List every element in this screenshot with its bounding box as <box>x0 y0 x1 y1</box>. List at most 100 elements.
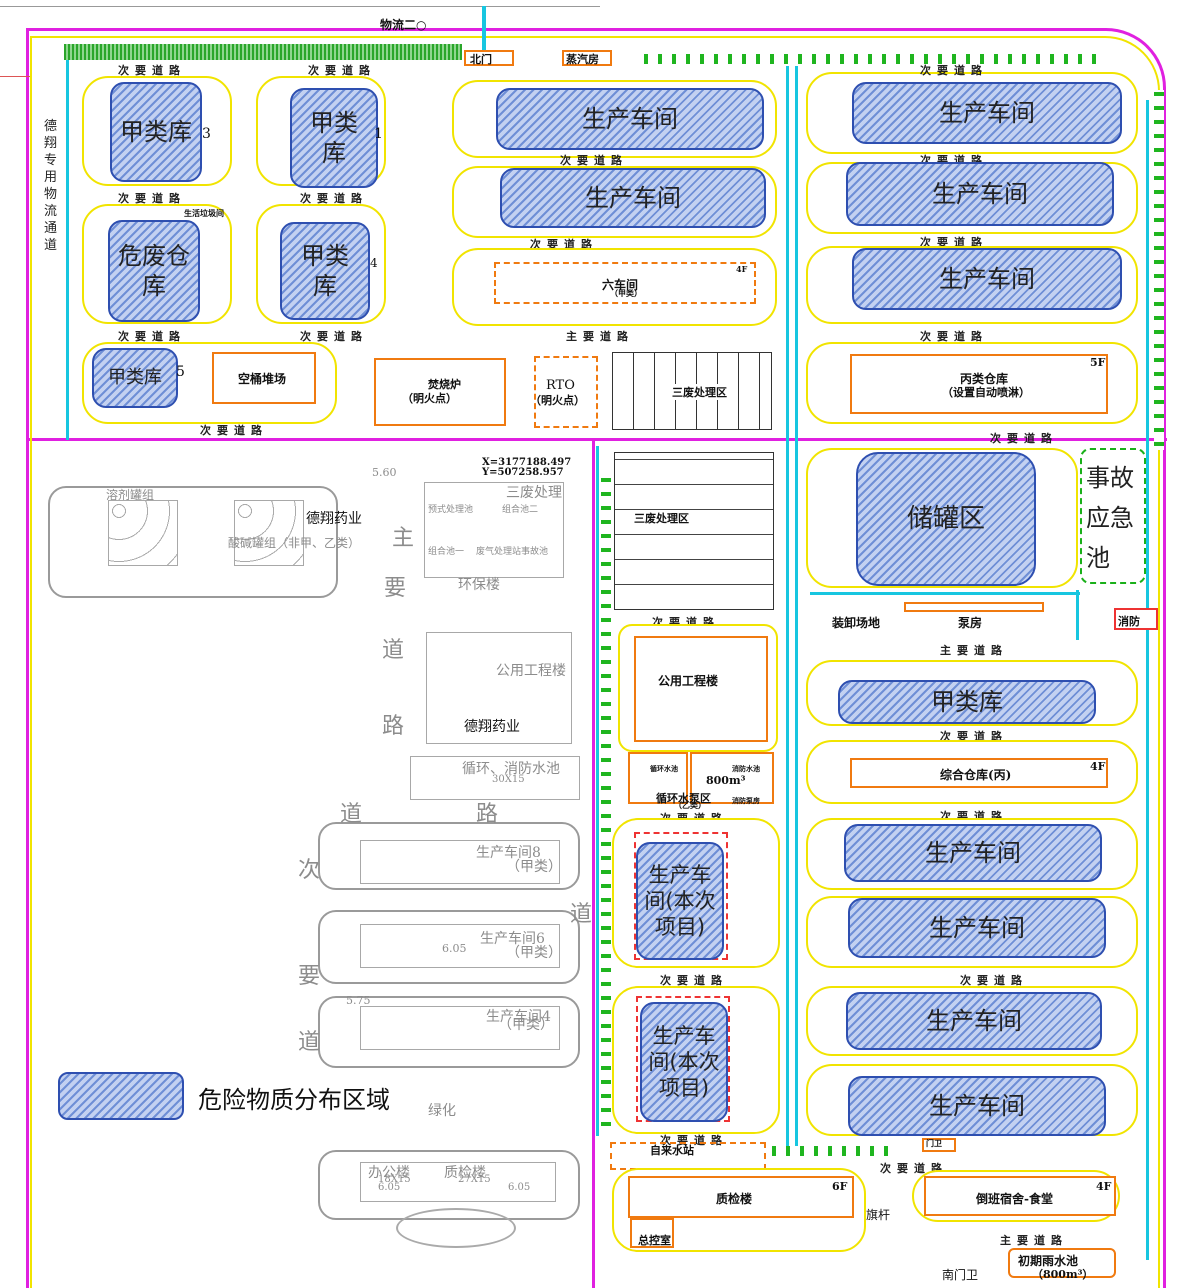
road-ring <box>30 36 1160 1288</box>
south-gate-label: 南门卫 <box>942 1268 979 1282</box>
hazard-jia-2[interactable]: 甲类库 <box>290 88 378 188</box>
ws6-note: （甲类） <box>506 945 562 961</box>
site-divider <box>26 438 1167 441</box>
neighbor-company-label: 德翔药业 <box>306 511 362 527</box>
road-nw-7: 次要道路 <box>200 424 268 437</box>
qc-building <box>628 1176 854 1218</box>
neighbor-three-waste <box>424 482 564 578</box>
value-6-05-b: 6.05 <box>378 1182 401 1193</box>
neighbor-tank-area <box>48 486 338 598</box>
neighbor-ws8 <box>360 840 560 884</box>
office-label: 办公楼 <box>368 1165 410 1181</box>
road-nw-5: 次要道路 <box>118 330 186 343</box>
qc-size: 27X15 <box>458 1174 491 1185</box>
six-workshop <box>494 262 756 304</box>
hazard-jia-4[interactable]: 甲类库 <box>92 348 178 408</box>
waste-treatment-middle <box>614 452 774 610</box>
road-char-yao: 要 <box>384 576 407 601</box>
door-guard <box>922 1138 956 1152</box>
pipe-central <box>786 66 789 1146</box>
road-nw-2: 次要道路 <box>308 64 376 77</box>
pipe-central-2 <box>795 66 798 1146</box>
pump-room <box>904 602 1044 612</box>
hazard-proj-1[interactable]: 生产车间(本次项目) <box>636 842 724 960</box>
road-char-lu: 路 <box>382 714 405 739</box>
road-e-1: 次要道路 <box>940 730 1008 743</box>
road-n-main: 主要道路 <box>566 330 634 343</box>
control-room <box>630 1218 674 1248</box>
legend-swatch <box>58 1072 184 1120</box>
dorm-building <box>924 1176 1116 1216</box>
hazard-tank[interactable]: 储罐区 <box>856 452 1036 586</box>
incinerator-fire: （明火点） <box>402 392 457 405</box>
ws8-note: （甲类） <box>506 859 562 875</box>
neighbor-office <box>360 1162 556 1202</box>
east-greenery <box>1154 90 1164 450</box>
bing-warehouse-label: 丙类仓库 <box>960 372 1009 386</box>
road-char-dao4: 道 <box>570 902 593 927</box>
road-n-2: 次要道路 <box>530 238 598 251</box>
hazard-proj-2[interactable]: 生产车间(本次项目) <box>640 1002 728 1122</box>
hazard-jia-3[interactable]: 甲类库 <box>280 222 370 320</box>
hazard-weifei[interactable]: 危废仓库 <box>108 220 200 322</box>
sub-number-5: 5 <box>176 364 185 380</box>
pool-size: 800m³ <box>706 774 746 787</box>
neighbor-utility-label: 公用工程楼 <box>496 663 566 679</box>
hazard-prod-3[interactable]: 生产车间 <box>852 82 1122 144</box>
flagpole-label: 旗杆 <box>866 1208 891 1222</box>
hazard-prod-6[interactable]: 生产车间 <box>844 824 1102 882</box>
road-ne-4: 次要道路 <box>990 432 1058 445</box>
hazard-prod-5[interactable]: 生产车间 <box>852 248 1122 310</box>
pipe-middle <box>596 446 599 1136</box>
fire-pool-label: 消防水池 <box>732 764 760 773</box>
road-char-yao2: 要 <box>298 964 321 989</box>
six-workshop-label: 六车间 <box>602 278 639 292</box>
logistics-label: 物流二○ <box>380 18 427 32</box>
utility-building-label: 公用工程楼 <box>658 674 719 688</box>
incinerator <box>374 358 506 426</box>
hazard-jia-1[interactable]: 甲类库 <box>110 82 202 182</box>
hazard-prod-9[interactable]: 生产车间 <box>848 1076 1106 1136</box>
six-workshop-floors: 4F <box>736 264 748 274</box>
rain-pool-label: 初期雨水池 <box>1018 1254 1079 1268</box>
pipe-east <box>1146 100 1149 1260</box>
sub-number-4: 4 <box>370 256 378 270</box>
bing-warehouse-note: （设置自动喷淋） <box>942 386 1030 399</box>
green-label: 绿化 <box>428 1103 456 1119</box>
legend-label: 危险物质分布区域 <box>198 1086 390 1114</box>
utility-building <box>634 636 768 742</box>
qc-building-label: 质检楼 <box>716 1192 753 1206</box>
fire-pump-label: 消防泵房 <box>732 796 760 805</box>
steam-room <box>562 50 612 66</box>
cycle-size-label: 30X15 <box>492 774 525 785</box>
hazard-prod-1[interactable]: 生产车间 <box>496 88 764 150</box>
hazard-prod-2[interactable]: 生产车间 <box>500 168 766 228</box>
road-char-lu2: 路 <box>476 802 499 827</box>
north-greenery <box>640 54 1100 64</box>
neighbor-utility <box>426 632 572 744</box>
hazard-prod-7[interactable]: 生产车间 <box>848 898 1106 958</box>
value-6-05-a: 6.05 <box>442 942 467 955</box>
hazard-jia-5[interactable]: 甲类库 <box>838 680 1096 724</box>
hazard-prod-8[interactable]: 生产车间 <box>846 992 1102 1050</box>
water-station-label: 自来水站 <box>650 1144 694 1157</box>
neighbor-ws4 <box>360 1006 560 1050</box>
acid-tank-label: 酸碱罐组（非甲、乙类） <box>228 536 361 550</box>
rain-pool <box>1008 1248 1116 1278</box>
steam-room-label: 蒸汽房 <box>566 53 599 66</box>
neighbor-cycle-pool <box>410 756 580 800</box>
ws4-label: 生产车间4 <box>486 1009 551 1025</box>
road-char-ci: 次 <box>298 858 321 883</box>
north-gate <box>464 50 514 66</box>
road-s-main: 主要道路 <box>1000 1234 1068 1247</box>
neighbor-ws8-block <box>318 822 580 890</box>
road-char-dao3: 道 <box>298 1030 321 1055</box>
value-6-05-c: 6.05 <box>508 1182 531 1193</box>
hazard-prod-4[interactable]: 生产车间 <box>846 162 1114 226</box>
bucket-yard <box>212 352 316 404</box>
road-n-1: 次要道路 <box>560 154 628 167</box>
waste-treatment-2-label: 三废处理区 <box>634 510 689 526</box>
pool-a-label: 组合池一 <box>428 547 465 557</box>
fire-pool <box>690 752 774 804</box>
pipe-accident <box>1076 590 1079 640</box>
